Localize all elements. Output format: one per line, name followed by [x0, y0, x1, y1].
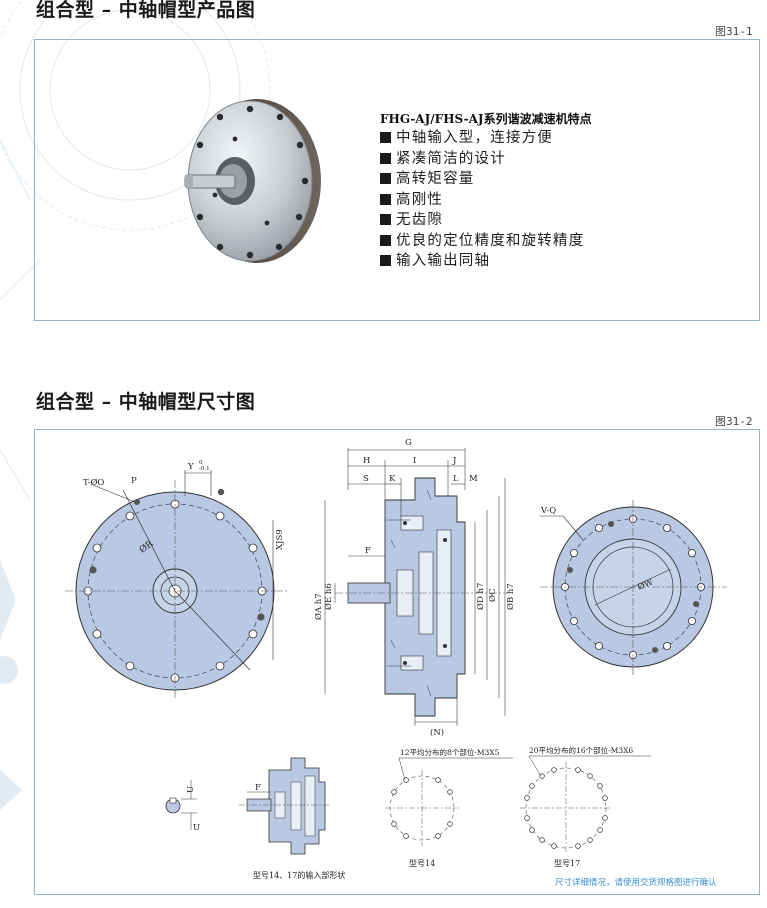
- feature-item: 无齿隙: [380, 210, 584, 231]
- label-y-tol-up: 0: [199, 460, 203, 466]
- label-m: M: [469, 474, 478, 484]
- back-view: V-Q ØW: [540, 500, 727, 675]
- label-s: S: [363, 474, 369, 484]
- spec-note: 尺寸详细情况，请使用交货规格图进行确认: [555, 878, 717, 888]
- label-y: Y: [187, 462, 194, 472]
- input-shape-detail: F 型号14、17的输入部形状: [239, 757, 345, 880]
- label-p: P: [131, 476, 137, 486]
- label-f: F: [365, 546, 371, 556]
- shaft-key-detail: U U: [165, 780, 200, 833]
- label-u-bottom: U: [193, 823, 200, 833]
- label-a: ØA h7: [313, 593, 324, 620]
- bullet-square-icon: [380, 132, 391, 143]
- dimension-drawing: T-ØO P Y 0 -0.1 ØR XJS9: [65, 438, 727, 880]
- side-section-view: G H I J S K L M F (N) ØA h7 ØE h6 ØD h7 …: [313, 438, 516, 738]
- input-shape-caption: 型号14、17的输入部形状: [253, 870, 345, 880]
- section1-title: 组合型 – 中轴帽型产品图: [36, 0, 256, 21]
- label-b: ØB h7: [505, 583, 516, 610]
- bolt-pattern-17: 20平均分布的16个部位-M3X6 型号17: [520, 745, 651, 868]
- product-image: [184, 99, 321, 263]
- label-t-o: T-ØO: [83, 477, 104, 488]
- feature-item: 高转矩容量: [380, 169, 584, 190]
- label-v-q: V-Q: [540, 506, 556, 516]
- feature-item: 输入输出同轴: [380, 251, 584, 272]
- pattern17-description: 20平均分布的16个部位-M3X6: [529, 745, 633, 755]
- product-photo-panel: FHG-AJ/FHS-AJ系列谐波减速机特点 中轴输入型，连接方便 紧凑简洁的设…: [34, 39, 760, 321]
- feature-item: 优良的定位精度和旋转精度: [380, 231, 584, 252]
- label-n: (N): [430, 727, 444, 738]
- feature-item: 中轴输入型，连接方便: [380, 128, 584, 149]
- bullet-square-icon: [380, 193, 391, 205]
- label-c: ØC: [487, 589, 498, 602]
- label-l: L: [453, 474, 459, 484]
- label-k: K: [389, 474, 396, 484]
- figure-number-31-1: 图31-1: [715, 25, 753, 38]
- feature-item: 紧凑简洁的设计: [380, 149, 584, 170]
- bullet-square-icon: [380, 234, 391, 246]
- bullet-square-icon: [380, 214, 391, 225]
- label-j: J: [452, 456, 457, 466]
- label-h: H: [363, 456, 370, 466]
- bullet-square-icon: [380, 173, 391, 184]
- bullet-square-icon: [380, 255, 391, 266]
- features-list: 中轴输入型，连接方便 紧凑简洁的设计 高转矩容量 高刚性 无齿隙 优良的定位精度…: [380, 128, 584, 272]
- label-d: ØD h7: [475, 583, 486, 610]
- section2-title: 组合型 – 中轴帽型尺寸图: [36, 391, 256, 413]
- label-i: I: [413, 456, 416, 466]
- front-view: T-ØO P Y 0 -0.1 ØR XJS9: [65, 460, 287, 700]
- label-y-tol-down: -0.1: [199, 466, 210, 472]
- label-f-small: F: [255, 783, 261, 793]
- feature-item: 高刚性: [380, 190, 584, 211]
- label-xjs: XJS9: [275, 529, 285, 550]
- bullet-square-icon: [380, 152, 391, 164]
- label-u-top: U: [186, 786, 196, 793]
- dimension-drawing-panel: T-ØO P Y 0 -0.1 ØR XJS9: [34, 429, 760, 895]
- pattern14-caption: 型号14: [409, 859, 435, 868]
- figure-number-31-2: 图31-2: [715, 415, 753, 428]
- pattern17-caption: 型号17: [554, 859, 580, 868]
- bolt-pattern-14: 12平均分布的8个部位-M3X5 型号14: [385, 747, 513, 868]
- label-g: G: [405, 438, 412, 448]
- features-title: FHG-AJ/FHS-AJ系列谐波减速机特点: [380, 112, 592, 126]
- label-e: ØE h6: [323, 583, 334, 610]
- pattern14-description: 12平均分布的8个部位-M3X5: [400, 747, 500, 757]
